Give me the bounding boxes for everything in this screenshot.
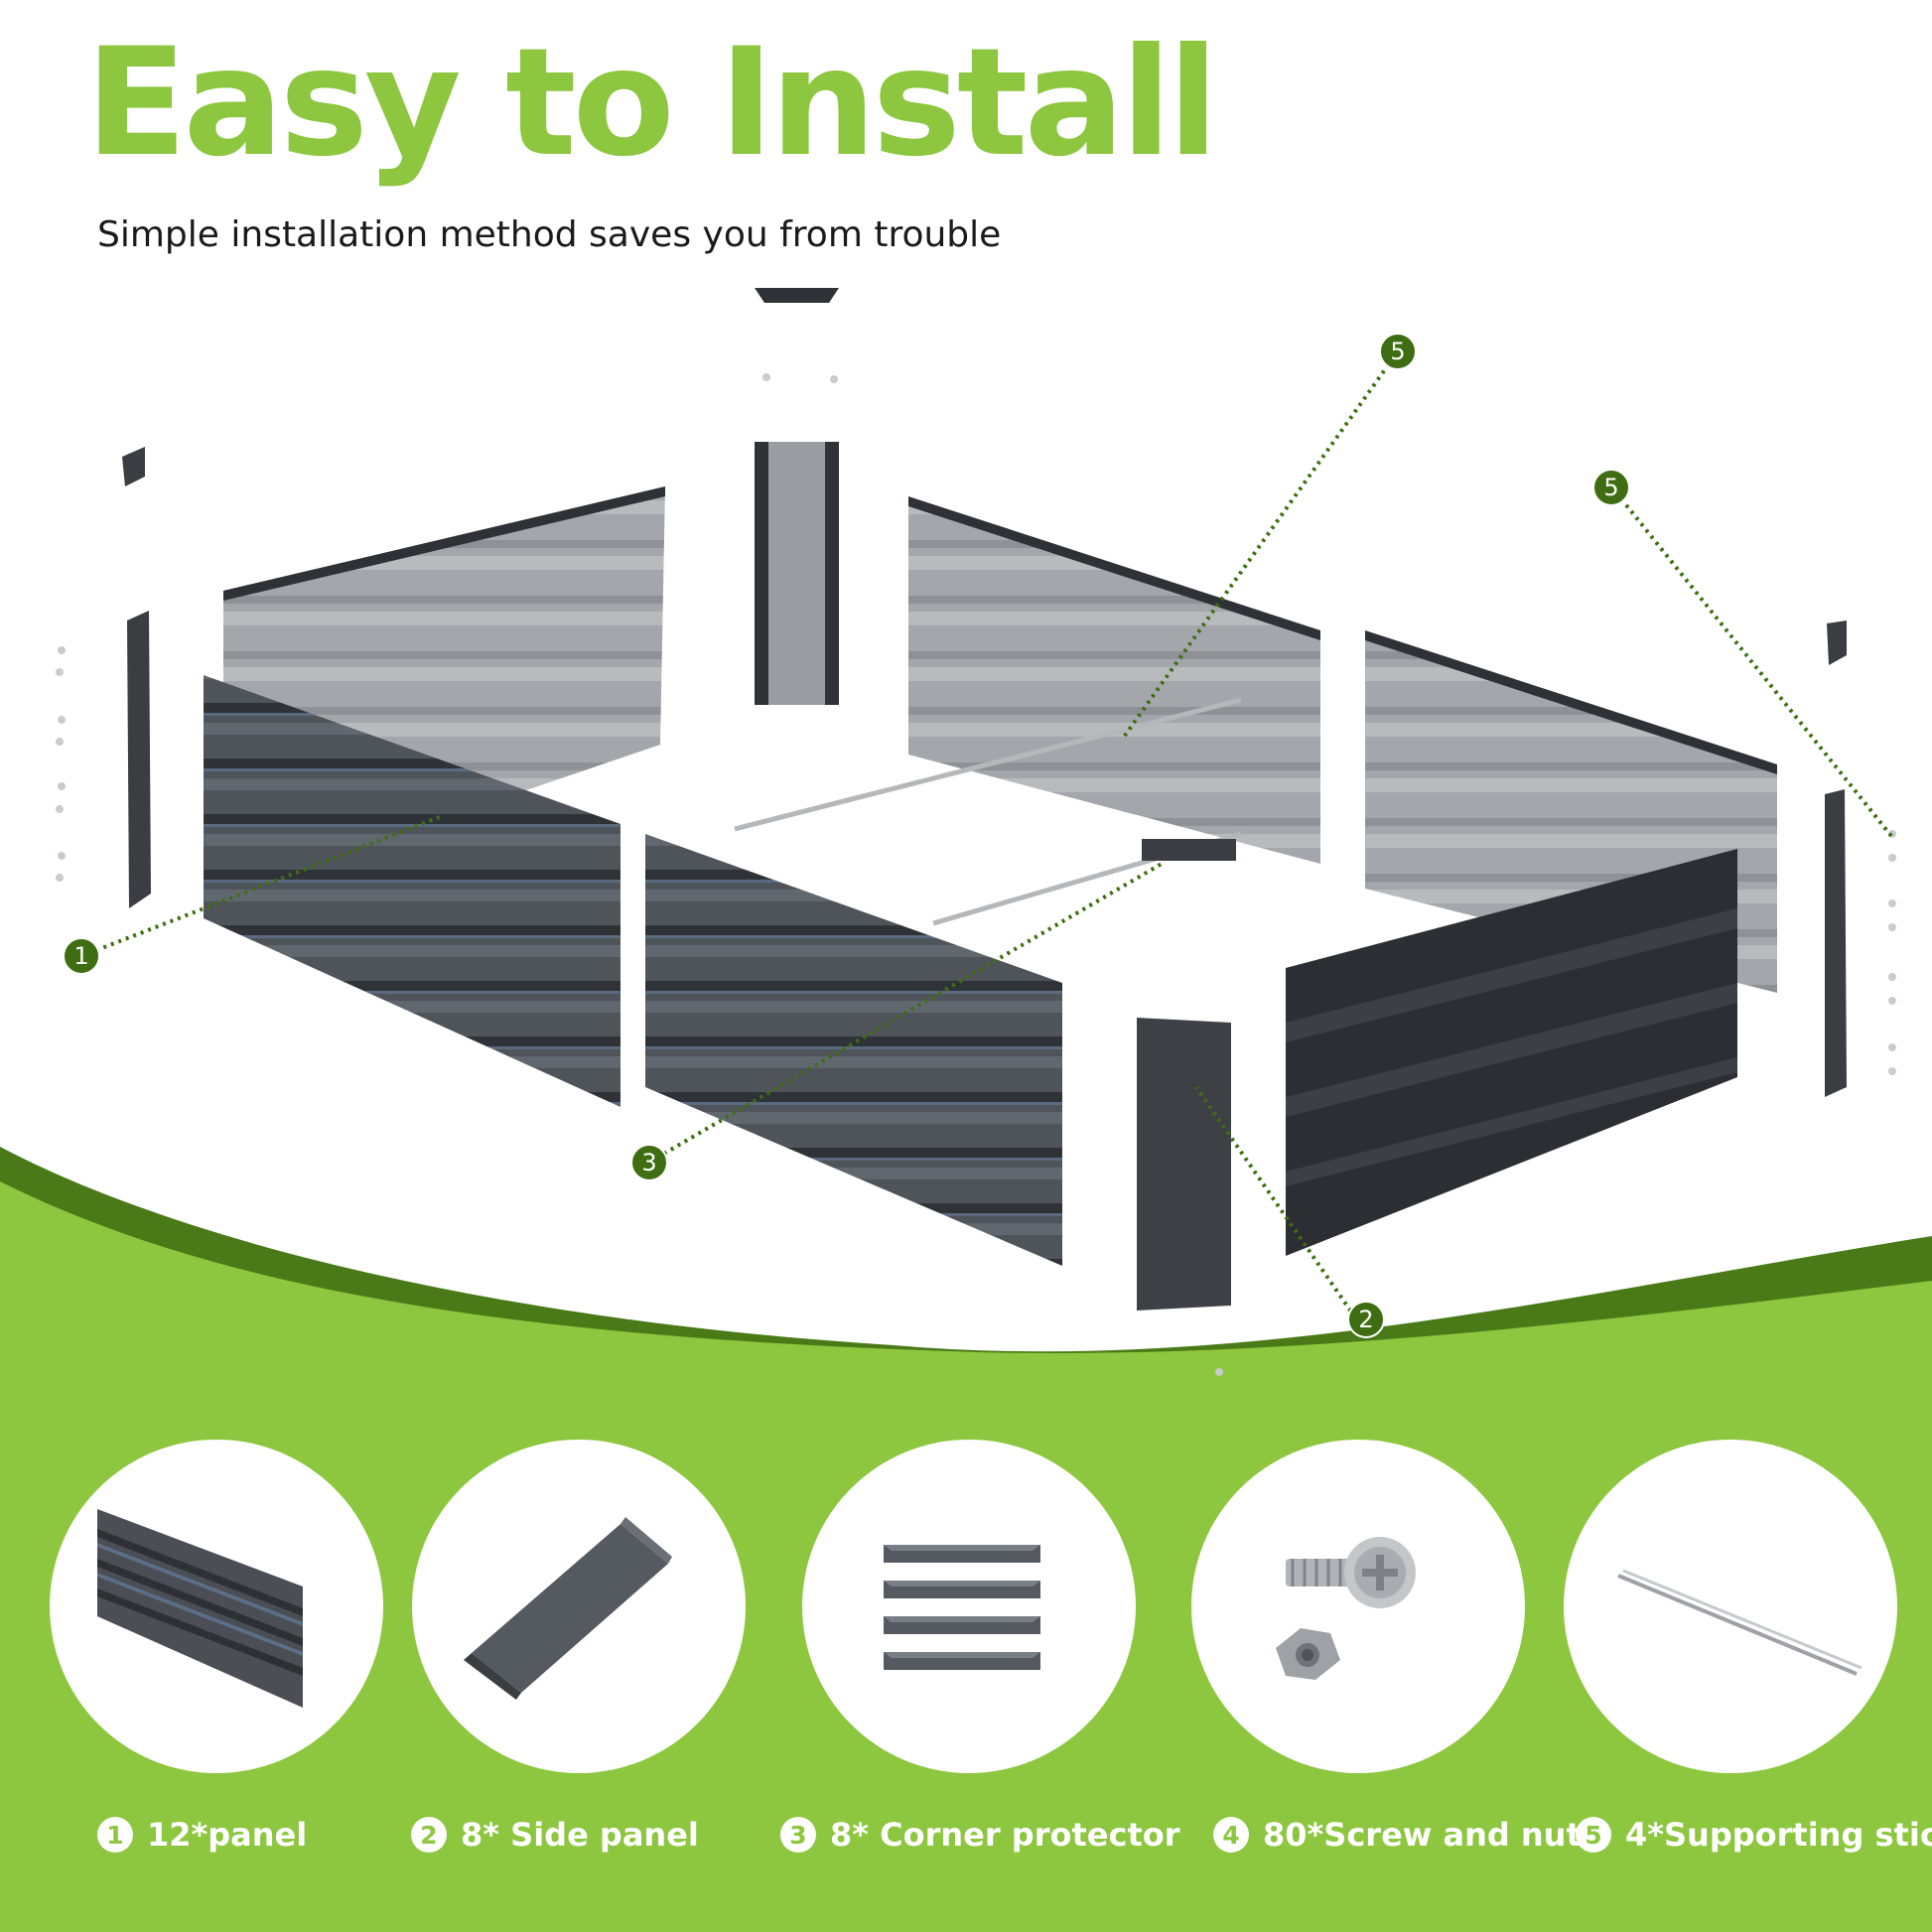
back-corner-post <box>755 288 839 705</box>
part-3-number: 3 <box>780 1817 816 1853</box>
part-1-label: 1 12*panel <box>97 1810 307 1860</box>
side-panel-icon <box>464 1517 672 1700</box>
part-1-number: 1 <box>97 1817 133 1853</box>
front-left-panel <box>204 675 621 1107</box>
part-1-text: 12*panel <box>147 1816 308 1854</box>
part-2-label: 2 8* Side panel <box>411 1810 699 1860</box>
supporting-sticks <box>734 697 1242 926</box>
part-3-label: 3 8* Corner protector <box>780 1810 1180 1860</box>
wavy-panel-icon <box>97 1509 303 1708</box>
part-5-text: 4*Supporting stick <box>1625 1816 1932 1854</box>
part-3-image <box>802 1440 1136 1773</box>
part-5-label: 5 4*Supporting stick <box>1576 1810 1932 1860</box>
callout-3: 3 <box>630 1144 668 1181</box>
part-2-image <box>412 1440 746 1773</box>
callout-1: 1 <box>63 937 100 975</box>
corner-protector-icon <box>884 1545 1040 1670</box>
front-corner-post <box>1137 1018 1231 1311</box>
screw-and-nut-icon <box>1276 1537 1416 1680</box>
callout-2: 2 <box>1347 1301 1385 1338</box>
page-subtitle: Simple installation method saves you fro… <box>97 214 1002 255</box>
callout-5-center: 5 <box>1379 333 1417 370</box>
part-2-number: 2 <box>411 1817 447 1853</box>
part-4-label: 4 80*Screw and nut <box>1213 1810 1582 1860</box>
parts-list: 1 12*panel 2 8* Side panel <box>0 1430 1932 1932</box>
page-title: Easy to Install <box>85 17 1219 190</box>
callout-5-right: 5 <box>1592 469 1630 506</box>
back-middle-panel <box>908 496 1320 864</box>
front-middle-panel <box>645 834 1062 1266</box>
part-5-number: 5 <box>1576 1817 1611 1853</box>
side-strips <box>122 447 1847 1097</box>
callout-leaders <box>80 349 1893 1319</box>
part-4-number: 4 <box>1213 1817 1249 1853</box>
part-4-image <box>1191 1440 1525 1773</box>
part-5-image <box>1564 1440 1897 1773</box>
part-1-image <box>50 1440 383 1773</box>
supporting-stick-icon <box>1617 1569 1863 1676</box>
part-2-text: 8* Side panel <box>461 1816 699 1854</box>
part-4-text: 80*Screw and nut <box>1263 1816 1582 1854</box>
front-right-panel <box>1286 849 1737 1256</box>
part-3-text: 8* Corner protector <box>830 1816 1180 1854</box>
